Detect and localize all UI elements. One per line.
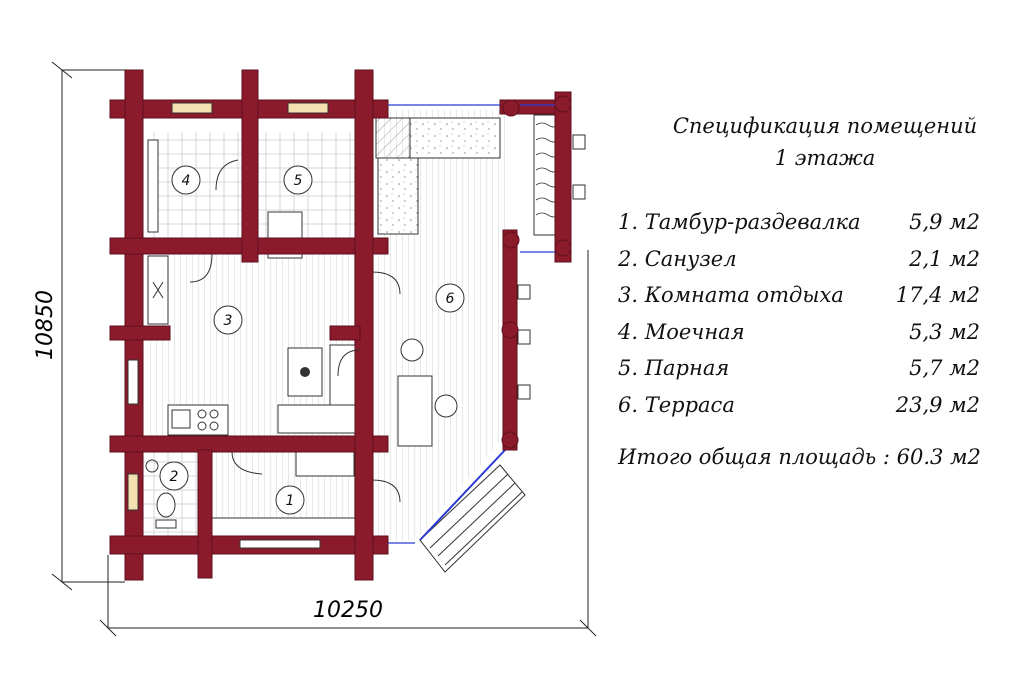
spec-title-line-2: 1 этажа: [774, 146, 876, 170]
wall: [329, 325, 361, 341]
spec-area: 2,1 м2: [909, 246, 980, 271]
post: [502, 231, 520, 249]
window: [239, 539, 321, 549]
wall: [241, 69, 259, 263]
room-specification: Спецификация помещений 1 этажа 1. Тамбур…: [600, 110, 1010, 469]
spec-area: 17,4 м2: [895, 283, 980, 307]
spec-label: 4. Моечная: [618, 319, 745, 344]
room-marker-5: [283, 165, 313, 195]
table-decor: [300, 367, 310, 377]
door-arc: [189, 253, 213, 283]
spec-area: 5,9 м2: [909, 210, 980, 234]
door-arc: [337, 349, 361, 377]
room-marker-4: [171, 165, 201, 195]
post: [502, 99, 520, 117]
toilet-tank: [155, 519, 177, 529]
rack-room-1: [295, 451, 355, 477]
spec-list: 1. Тамбур-раздевалка 5,9 м2 2. Санузел 2…: [600, 204, 1010, 423]
room-marker-3: [213, 305, 243, 335]
terrace-table: [397, 375, 433, 447]
spec-label: 6. Терраса: [618, 392, 735, 417]
room-number-3: 3: [224, 313, 233, 329]
spec-row: 2. Санузел 2,1 м2: [600, 241, 1010, 278]
spec-label: 3. Комната отдыха: [618, 283, 844, 307]
door-arc: [371, 479, 401, 503]
spec-label: 2. Санузел: [618, 246, 737, 271]
stove-burner: [209, 421, 219, 431]
dimension-height: 10850: [33, 290, 58, 360]
terrace-stairs: [419, 464, 526, 573]
spec-total: Итого общая площадь : 60.3 м2: [618, 445, 981, 469]
spec-title: Спецификация помещений 1 этажа: [640, 110, 1010, 174]
post: [554, 95, 572, 113]
window: [171, 102, 213, 114]
room-marker-1: [275, 485, 305, 515]
wardrobe-mark: [152, 281, 164, 299]
shower-drain: [145, 459, 159, 473]
stove-top: [409, 117, 501, 159]
spec-area: 5,3 м2: [909, 319, 980, 344]
room-number-1: 1: [286, 493, 295, 509]
door-arc: [371, 271, 401, 295]
floor-plan: 10850 10250 4 5 3 6 2 1: [33, 61, 597, 637]
post: [501, 321, 519, 339]
window: [127, 473, 139, 511]
stove-base: [377, 157, 419, 235]
wall: [554, 91, 572, 263]
toilet: [156, 492, 176, 518]
railing-post: [572, 134, 586, 150]
post: [554, 239, 572, 257]
spec-title-line-1: Спецификация помещений: [672, 114, 978, 138]
spec-row: 4. Моечная 5,3 м2: [600, 314, 1010, 351]
room-marker-6: [435, 283, 465, 313]
wall: [109, 435, 389, 453]
bench-room-1: [211, 517, 359, 537]
stove-burner: [197, 421, 207, 431]
terrace-chair: [400, 338, 424, 362]
dimension-width: 10250: [313, 598, 383, 623]
room-number-4: 4: [182, 173, 191, 189]
room-number-6: 6: [446, 291, 455, 307]
door-arc: [215, 159, 239, 191]
wall: [502, 229, 518, 451]
door-arc: [231, 451, 263, 475]
bench-room-4: [147, 139, 159, 233]
stove-burner: [197, 409, 207, 419]
wall: [197, 449, 213, 579]
room-marker-2: [159, 461, 189, 491]
terrace-chair: [434, 394, 458, 418]
stove-burner: [209, 409, 219, 419]
bench: [277, 404, 359, 434]
spec-row: 5. Парная 5,7 м2: [600, 350, 1010, 387]
spec-label: 5. Парная: [618, 356, 730, 380]
window: [127, 359, 139, 405]
post: [501, 431, 519, 449]
railing-post: [517, 384, 531, 400]
railing-post: [517, 284, 531, 300]
room-number-5: 5: [294, 173, 303, 189]
spec-row: 1. Тамбур-раздевалка 5,9 м2: [600, 204, 1010, 241]
spec-area: 5,7 м2: [909, 356, 980, 380]
wall: [109, 325, 171, 341]
railing-post: [517, 329, 531, 345]
spec-row: 3. Комната отдыха 17,4 м2: [600, 277, 1010, 314]
bench: [329, 344, 357, 406]
window: [287, 102, 329, 114]
spec-label: 1. Тамбур-раздевалка: [618, 210, 861, 234]
railing-post: [572, 184, 586, 200]
wall: [354, 69, 374, 581]
sink: [171, 409, 191, 429]
spec-row: 6. Терраса 23,9 м2: [600, 387, 1010, 424]
terrace-edge: [419, 449, 506, 541]
spec-area: 23,9 м2: [895, 392, 980, 417]
room-number-2: 2: [170, 469, 179, 485]
